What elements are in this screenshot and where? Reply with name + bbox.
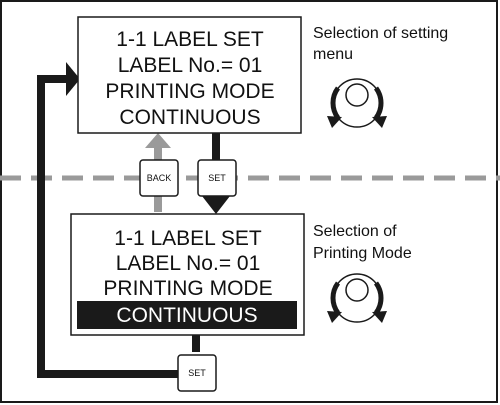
back-key-label: BACK [147, 173, 172, 183]
bottom-display-line2: LABEL No.= 01 [116, 252, 261, 275]
set-key[interactable] [197, 159, 237, 197]
bottom-set-key[interactable] [177, 354, 217, 392]
top-display-line4: CONTINUOUS [119, 106, 260, 129]
top-caption-line1: Selection of setting [313, 25, 448, 42]
back-arrowhead [145, 133, 171, 148]
top-display-line2: LABEL No.= 01 [118, 54, 263, 77]
bottom-caption-line1: Selection of [313, 223, 397, 240]
back-key[interactable] [139, 159, 179, 197]
bottom-display-line3: PRINTING MODE [103, 277, 272, 300]
bottom-set-key-label: SET [188, 368, 206, 378]
top-display [77, 16, 302, 134]
set-arrowhead [202, 196, 230, 214]
rotary-dial-icon[interactable] [327, 273, 387, 323]
rotary-dial-icon[interactable] [327, 78, 387, 128]
bottom-caption-line2: Printing Mode [313, 245, 412, 262]
return-loop-line [37, 75, 180, 378]
set-key-label: SET [208, 173, 226, 183]
top-display-line1: 1-1 LABEL SET [116, 28, 264, 51]
return-loop-arrowhead [66, 62, 80, 96]
bottom-display-line4: CONTINUOUS [116, 304, 257, 327]
top-caption-line2: menu [313, 46, 353, 63]
bottom-display-line1: 1-1 LABEL SET [114, 227, 262, 250]
top-display-line3: PRINTING MODE [105, 80, 274, 103]
selected-item-highlight [77, 301, 297, 329]
